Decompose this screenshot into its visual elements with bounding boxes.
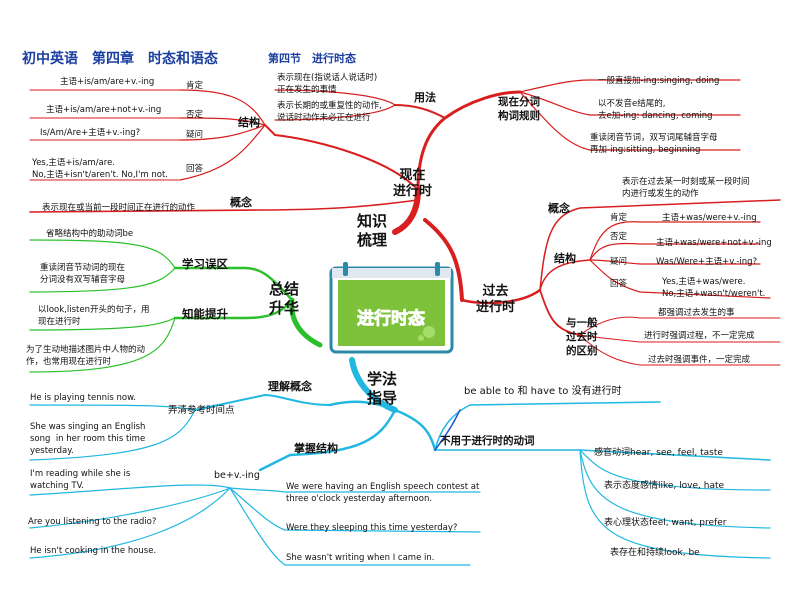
past-concept-label: 概念 [548,202,570,215]
participle-rule-1: 一般直接加-ing:singing, doing [598,76,720,86]
verb-group-1: 感官动词hear, see, feel, taste [594,448,723,458]
past-ans-form: Yes,主语+was/were. No,主语+wasn't/weren't. [662,277,766,299]
example-4: Are you listening to the radio? [28,517,157,527]
example-1: He is playing tennis now. [30,393,136,403]
present-ans-label: 回答 [186,164,204,174]
example-5: He isn't cooking in the house. [30,546,157,556]
present-usage-label: 用法 [414,91,436,104]
methods-label: 学法 指导 [366,370,397,407]
example-6: We were having an English speech contest… [286,482,480,504]
ref-time-label: 弄清参考时间点 [168,405,235,416]
verb-group-4: 表存在和持续look, be [610,548,700,558]
present-affirm-label: 肯定 [186,81,204,91]
past-ans-label: 回答 [610,279,628,289]
past-diff-2: 进行时强调过程，不一定完成 [644,331,755,341]
grasp-structure-label: 掌握结构 [294,442,338,455]
mistake-2: 重读闭音节动词的现在 分词没有双写辅音字母 [40,263,126,285]
example-7: Were they sleeping this time yesterday? [286,523,458,533]
calendar-header [332,268,451,278]
past-neg-label: 否定 [610,232,628,242]
present-structure-label: 结构 [238,116,260,129]
red-branches [29,79,781,366]
present-usage-2: 表示长期的或重复性的动作, 说话时动作未必正在进行 [277,101,382,123]
past-affirm-form: 主语+was/were+v.-ing [662,213,757,223]
mistakes-label: 学习误区 [182,257,228,271]
center-label: 进行时态 [357,308,425,329]
skill-2: 为了生动地描述图片中人物的动 作，也常用现在进行时 [26,345,146,367]
past-label: 过去 进行时 [476,284,516,315]
past-diff-3: 过去时强调事件，一定完成 [648,355,751,365]
nonprogressive-verbs-label: 不用于进行时的动词 [440,435,535,447]
understand-label: 理解概念 [268,380,312,393]
skill-1: 以look,listen开头的句子，用 现在进行时 [38,305,150,327]
present-concept-label: 概念 [230,196,252,209]
present-neg-form: 主语+is/am/are+not+v.-ing [46,105,162,115]
past-q-form: Was/Were+主语+v.-ing? [656,257,758,267]
example-2: She was singing an English song in her r… [30,422,146,456]
present-usage-1: 表示现在(指说话人说话时) 正在发生的事情 [277,73,378,95]
be-able-note: be able to 和 have to 没有进行时 [464,386,622,397]
participle-rule-3: 重读闭音节词，双写词尾辅音字母 再加-ing:sitting, beginnin… [590,133,718,155]
blue-branches [434,409,461,451]
cyan-branches [29,357,771,566]
verb-group-3: 表心理状态feel, want, prefer [604,518,727,528]
past-affirm-label: 肯定 [610,213,628,223]
section-title: 第四节 进行时态 [268,53,356,65]
decorative-bubble [423,326,435,338]
past-structure-label: 结构 [554,252,576,265]
present-neg-label: 否定 [186,110,204,120]
knowledge-label: 知识 梳理 [356,212,387,249]
present-q-form: Is/Am/Are+主语+v.-ing? [40,128,141,138]
past-concept-text: 表示在过去某一时刻或某一段时间 内进行或发生的动作 [622,177,750,199]
mistake-1: 省略结构中的助动词be [46,229,134,239]
past-diff-label: 与一般 过去时 的区别 [566,317,598,357]
verb-group-2: 表示态度感情like, love, hate [604,481,725,491]
example-8: She wasn't writing when I came in. [286,553,435,563]
calendar-ring-icon [343,262,348,276]
calendar-ring-icon [435,262,440,276]
present-label: 现在 进行时 [393,168,433,199]
decorative-bubble [418,335,424,341]
past-neg-form: 主语+was/were+not+v.-ing [656,238,772,248]
center-node: 进行时态 [329,262,454,354]
be-ing-form: be+v.-ing [214,470,260,481]
example-3: I'm reading while she is watching TV. [30,469,131,491]
green-branches [29,239,323,373]
skills-label: 知能提升 [182,307,228,321]
page-title: 初中英语 第四章 时态和语态 [22,50,218,66]
participle-rule-2: 以不发音e结尾的, 去e加-ing: dancing, coming [598,99,713,121]
past-q-label: 疑问 [610,257,628,267]
participle-rules-label: 现在分词 构词规则 [498,96,540,122]
present-ans-form: Yes,主语+is/am/are. No,主语+isn't/aren't. No… [32,158,169,180]
past-diff-1: 都强调过去发生的事 [658,308,735,318]
present-concept-text: 表示现在或当前一段时间正在进行的动作 [42,203,196,213]
present-q-label: 疑问 [186,130,204,140]
summary-label: 总结 升华 [268,280,299,317]
present-affirm-form: 主语+is/am/are+v.-ing [60,77,155,87]
